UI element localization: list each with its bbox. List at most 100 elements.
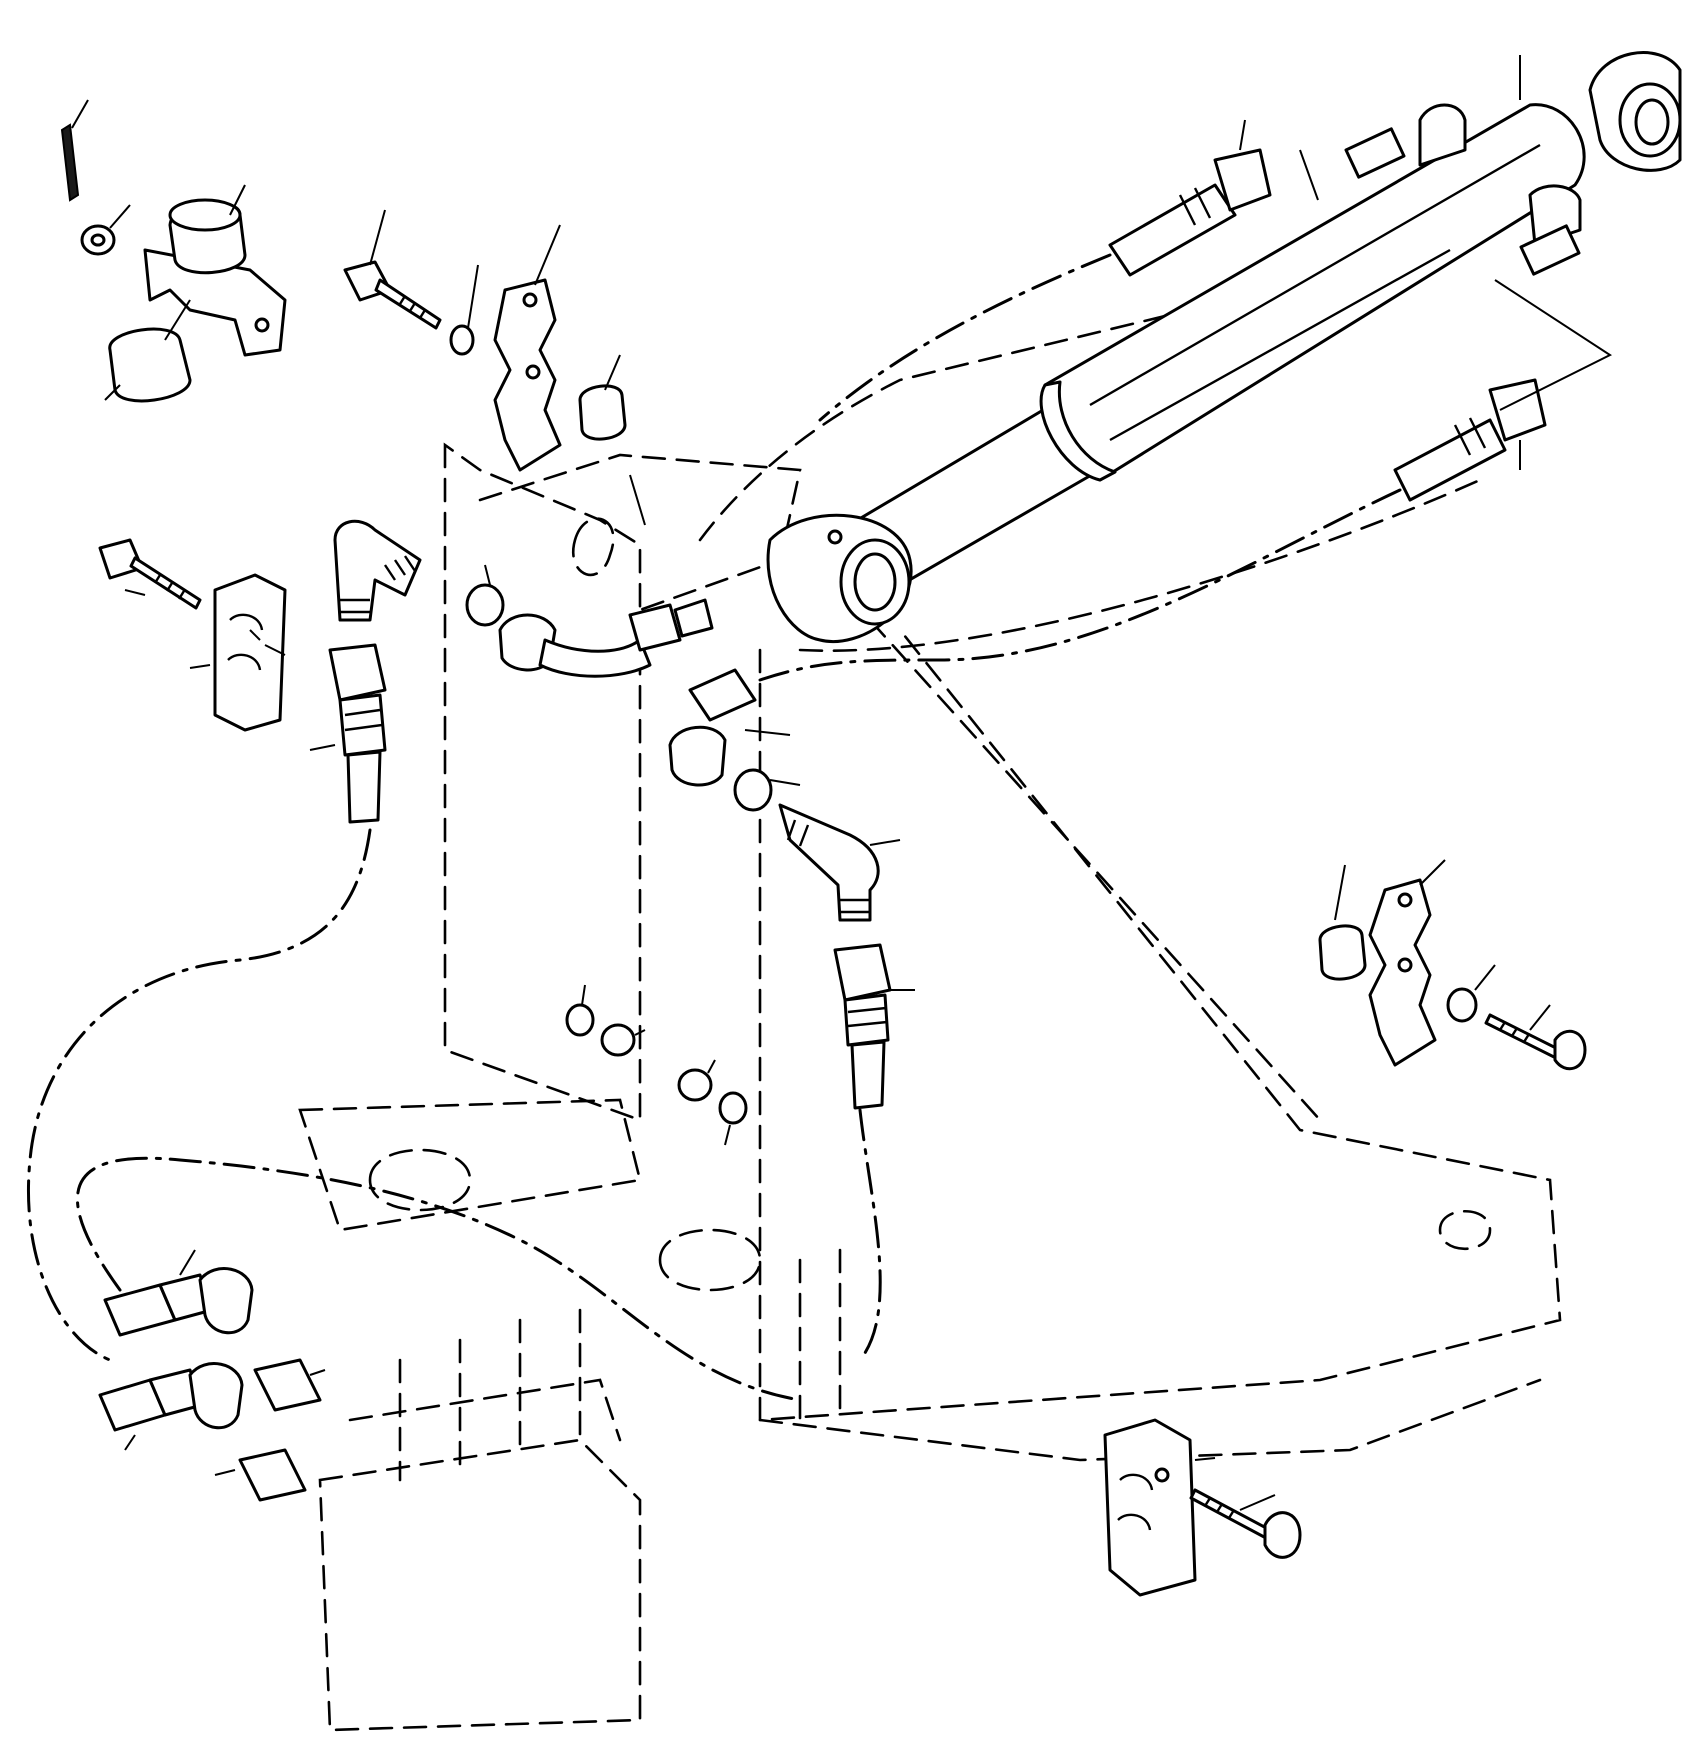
leader-elbow-right (869, 839, 901, 846)
phantom-boss-3 (1438, 1209, 1492, 1251)
phantom-base-left (298, 1098, 642, 1232)
valve-hose-upper-nut (198, 1267, 254, 1335)
leader-adapter-top (1299, 149, 1319, 201)
leader-valve-hose-lower (124, 1434, 136, 1451)
clamp-block-left-grooves (227, 613, 264, 671)
u-bracket-hole (254, 317, 270, 333)
elbow-left (333, 519, 422, 622)
leader-clamp-right (1419, 859, 1446, 886)
leader-washer-uc (467, 264, 479, 329)
bolt-thread-lower-right (1203, 1497, 1236, 1519)
leader-lines (71, 55, 1613, 1511)
clamp-plate-right (1368, 878, 1437, 1067)
pin-upper-left (108, 327, 192, 403)
washer-upper-center (449, 324, 475, 356)
hydraulic-cylinder (766, 51, 1682, 643)
hose-route-cylinder-bottom (758, 488, 1402, 682)
leader-adapter-bottom (1494, 279, 1613, 411)
leader-washer-c2 (724, 1124, 731, 1146)
leader-hose-right-upper (744, 729, 791, 736)
adapter-top (1344, 127, 1406, 179)
leader-bolt-upper (369, 209, 386, 266)
leader-clamp-upper (534, 224, 561, 286)
washer-center-2 (718, 1091, 748, 1125)
center-nuts-washers (565, 1003, 748, 1125)
barrel-head-collar (1039, 380, 1117, 482)
hose-center-body (538, 638, 652, 678)
clamp-block-lower-right (1103, 1418, 1197, 1597)
leader-hose-top (1239, 119, 1246, 151)
washer-center-1 (565, 1003, 595, 1037)
valve-hose-lower-nut (188, 1362, 244, 1430)
bolt-thread-upper (398, 295, 427, 319)
leader-bushing (229, 184, 246, 216)
leader-washer-c1 (581, 984, 586, 1006)
hose-left-body (346, 750, 382, 824)
adapter-bottom (1519, 224, 1581, 276)
hose-end-top (1108, 183, 1237, 277)
clamp-plate-upper-hole2 (525, 364, 541, 380)
leader-washer-right (1474, 964, 1496, 991)
center-hose-group (498, 598, 714, 678)
elbow-right-thread (786, 819, 870, 914)
phantom-boom-bracket (443, 442, 642, 1122)
valve-adapter-upper (253, 1358, 322, 1412)
right-elbow-group (668, 668, 892, 1110)
right-clamp-group (1318, 878, 1587, 1071)
rod-eye-bushing (853, 552, 897, 612)
hose-route-lower (76, 1156, 802, 1402)
leader-bolt-left (124, 589, 146, 596)
phantom-valve-top (348, 1378, 622, 1442)
clamp-block-lower-right-hole (1154, 1467, 1170, 1483)
valve-hose-group (98, 1267, 322, 1502)
hose-nut-top (1213, 148, 1272, 212)
phantom-bracket-hole (572, 517, 615, 577)
clamp-plate-right-hole1 (1397, 892, 1413, 908)
left-clamp-group (98, 538, 287, 732)
phantom-post (798, 1248, 842, 1422)
phantom-structure (298, 238, 1562, 1732)
upper-clamp-group (343, 260, 627, 472)
upper-left-bracket-group (60, 123, 287, 403)
phantom-boss-2 (658, 1228, 762, 1292)
nut-right (733, 768, 773, 812)
hose-center-end (673, 598, 714, 638)
washer-right (1446, 987, 1478, 1023)
hose-right-crimp-lines (847, 1006, 888, 1028)
leader-hose-left (309, 744, 336, 751)
leader-nut-c2 (707, 1059, 716, 1074)
cotter-pin (60, 123, 80, 202)
leader-valve-adapter-upper (309, 1369, 326, 1376)
clamp-plate-upper-hole1 (522, 292, 538, 308)
nut-left (465, 583, 505, 627)
barrel-highlight (1089, 143, 1541, 407)
leader-nut-c1 (634, 1029, 646, 1036)
hose-nut-right (1488, 378, 1547, 442)
leader-spacer-right (1334, 864, 1346, 921)
hose-left-crimp-lines (344, 708, 383, 732)
hose-routing (27, 253, 1402, 1402)
nut-center-1 (600, 1023, 636, 1057)
phantom-valve-body (318, 1438, 642, 1732)
leader-pin (104, 384, 121, 401)
hose-right-upper-crimp (688, 668, 757, 722)
valve-adapter-lower (238, 1448, 307, 1502)
hose-route-right (858, 1108, 882, 1362)
spacer-right (1318, 924, 1367, 981)
bolt-thread-right (1498, 1021, 1531, 1043)
bushing-upper-end (168, 198, 242, 232)
hose-left-nut (328, 643, 387, 702)
leader-clamp-left (189, 664, 211, 669)
phantom-frame-plate (758, 1378, 1542, 1462)
clamp-plate-right-hole2 (1397, 957, 1413, 973)
bolt-thread-left (153, 574, 186, 600)
nut-center-2 (677, 1068, 713, 1102)
leader-spacer-upper (604, 354, 621, 391)
bolt-shank-right (1484, 1013, 1562, 1060)
leader-valve-adapter-lower (214, 1469, 236, 1476)
leader-nut-right (769, 779, 801, 786)
hose-route-left (27, 828, 372, 1362)
leader-cotter-pin (71, 99, 89, 129)
